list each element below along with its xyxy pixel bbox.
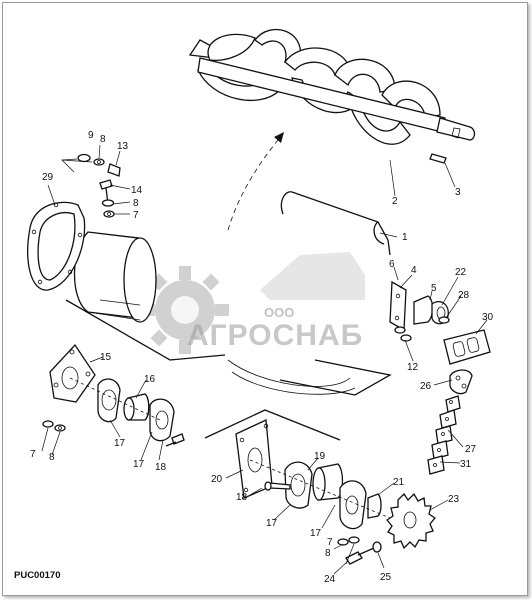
- callout-8-mid: 8: [133, 198, 139, 209]
- callout-31: 31: [460, 459, 472, 470]
- callout-17-mid: 17: [133, 459, 145, 470]
- callout-13: 13: [117, 141, 129, 152]
- auger-assembly: [188, 28, 476, 164]
- drum: [65, 231, 226, 361]
- callout-17-lower: 17: [266, 518, 278, 529]
- callout-25: 25: [380, 572, 392, 583]
- callout-4: 4: [411, 265, 417, 276]
- watermark-combine-silhouette: [260, 252, 365, 300]
- callout-18-left: 18: [155, 462, 167, 473]
- callout-6: 6: [389, 259, 395, 270]
- callout-17-right: 17: [310, 528, 322, 539]
- callout-18-lower: 18: [236, 492, 248, 503]
- callout-27: 27: [465, 444, 477, 455]
- callout-5: 5: [431, 283, 437, 294]
- callout-1: 1: [402, 232, 408, 243]
- callout-14: 14: [131, 185, 143, 196]
- left-bearing-group: [49, 343, 185, 447]
- leader-lines: [41, 144, 488, 575]
- dashed-arrow: [227, 139, 279, 231]
- sprocket: [386, 492, 436, 550]
- drawing-code: PUC00170: [14, 570, 60, 581]
- callout-7-bottom: 7: [327, 537, 333, 548]
- callout-21: 21: [393, 477, 405, 488]
- callout-16: 16: [144, 374, 156, 385]
- gasket: [27, 201, 86, 291]
- callout-23: 23: [448, 494, 460, 505]
- callout-24: 24: [324, 574, 336, 585]
- callout-22: 22: [455, 267, 467, 278]
- callout-12: 12: [407, 362, 419, 373]
- right-hardware: [389, 280, 491, 475]
- callout-15: 15: [100, 352, 112, 363]
- callout-26: 26: [420, 381, 432, 392]
- lower-bearing-group: [204, 409, 396, 530]
- lower-left-fasteners: [42, 420, 66, 432]
- callout-30: 30: [482, 312, 494, 323]
- callout-2: 2: [392, 196, 398, 207]
- lower-fasteners: [337, 536, 382, 565]
- top-bolt-stack: [77, 153, 121, 218]
- callout-29: 29: [42, 172, 54, 183]
- watermark: ООО АГРОСНАБ: [141, 252, 365, 354]
- callout-3: 3: [455, 187, 461, 198]
- callout-labels: 1 2 3 4 5 6 7 7 7 8 8 8 8 9 12 13 14 15 …: [30, 130, 494, 585]
- callout-7-left: 7: [30, 449, 36, 460]
- callout-8-left: 8: [49, 452, 55, 463]
- callout-9: 9: [88, 130, 94, 141]
- watermark-line2: АГРОСНАБ: [187, 319, 363, 352]
- callout-28: 28: [458, 290, 470, 301]
- watermark-line1: ООО: [264, 305, 294, 320]
- callout-7-top: 7: [133, 210, 139, 221]
- callout-8-top: 8: [100, 134, 106, 145]
- callout-19: 19: [314, 451, 326, 462]
- callout-8-bottom: 8: [325, 548, 331, 559]
- arrowhead: [274, 132, 284, 143]
- callout-17-left: 17: [114, 438, 126, 449]
- callout-20: 20: [211, 474, 223, 485]
